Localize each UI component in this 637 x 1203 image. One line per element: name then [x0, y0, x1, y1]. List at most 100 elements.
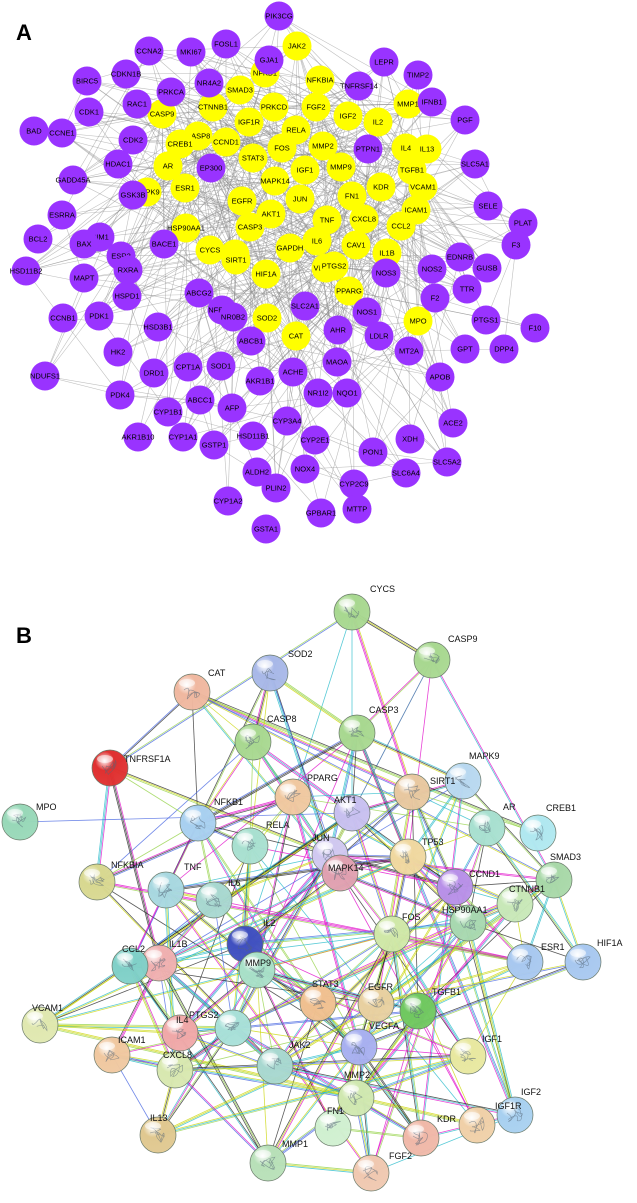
protein-node-ar: AR [468, 802, 516, 847]
svg-text:ESR1: ESR1 [541, 942, 565, 952]
svg-text:PGF: PGF [457, 116, 473, 125]
node-mki67: MKI67 [176, 37, 206, 67]
svg-text:ESR2: ESR2 [111, 252, 131, 261]
svg-text:CCNB1: CCNB1 [50, 314, 75, 323]
protein-node-sod2: SOD2 [251, 649, 313, 692]
svg-text:MMP1: MMP1 [397, 100, 419, 109]
node-hif1a: HIF1A [251, 259, 281, 289]
protein-node-cycs: CYCS [333, 584, 395, 631]
svg-text:IL6: IL6 [312, 237, 322, 246]
node-ttr: TTR [452, 274, 482, 304]
panel-b-label: B [16, 623, 32, 648]
svg-text:CASP9: CASP9 [448, 634, 478, 644]
protein-node-tp53: TP53 [389, 837, 444, 876]
svg-text:CAT: CAT [289, 332, 304, 341]
node-il13: IL13 [412, 134, 442, 164]
protein-node-creb1: CREB1 [519, 803, 576, 852]
svg-text:MMP2: MMP2 [312, 142, 334, 151]
svg-text:NQO1: NQO1 [336, 389, 357, 398]
node-ccne1: CCNE1 [47, 118, 77, 148]
svg-text:MT2A: MT2A [399, 347, 419, 356]
svg-text:ACHE: ACHE [283, 368, 304, 377]
node-il4: IL4 [391, 133, 421, 163]
svg-text:APOB: APOB [430, 373, 451, 382]
svg-text:TGFB1: TGFB1 [400, 166, 424, 175]
svg-text:CASP9: CASP9 [150, 110, 175, 119]
svg-text:GUSB: GUSB [476, 264, 497, 273]
node-pon1: PON1 [358, 437, 388, 467]
svg-text:DPP4: DPP4 [494, 345, 514, 354]
node-gsta1: GSTA1 [251, 514, 281, 544]
protein-node-smad3: SMAD3 [535, 852, 581, 899]
node-hsd11b1: HSD11B1 [237, 421, 269, 451]
node-casp9: CASP9 [147, 99, 177, 129]
svg-text:DRD1: DRD1 [144, 369, 164, 378]
svg-text:TNF: TNF [320, 216, 335, 225]
node-fgf2: FGF2 [301, 92, 331, 122]
svg-text:F2: F2 [431, 294, 440, 303]
node-abcg2: ABCG2 [184, 278, 214, 308]
svg-text:CYP2C9: CYP2C9 [339, 480, 368, 489]
svg-text:EP300: EP300 [200, 164, 223, 173]
protein-node-esr1: ESR1 [506, 942, 565, 981]
protein-node-tgfb1: TGFB1 [399, 987, 461, 1030]
node-rxra: RXRA [113, 255, 143, 285]
protein-node-jak2: JAK2 [256, 1040, 311, 1085]
svg-text:CASP3: CASP3 [369, 705, 399, 715]
svg-text:CCL2: CCL2 [391, 222, 410, 231]
node-fn1: FN1 [337, 181, 367, 211]
protein-node-ctnnb1: CTNNB1 [496, 884, 545, 923]
node-xdh: XDH [395, 424, 425, 454]
svg-text:F3: F3 [512, 241, 521, 250]
svg-text:ALDH2: ALDH2 [245, 468, 269, 477]
node-mttp: MTTP [342, 494, 372, 524]
protein-node-vcam1: VCAM1 [21, 1003, 63, 1044]
node-cyp1b1: CYP1B1 [153, 397, 183, 427]
node-stat3: STAT3 [238, 143, 268, 173]
svg-text:IGF2: IGF2 [340, 112, 357, 121]
node-mt2a: MT2A [394, 336, 424, 366]
svg-text:RXRA: RXRA [118, 266, 139, 275]
protein-node-mapk14: MAPK14 [321, 854, 364, 892]
node-nqo1: NQO1 [332, 378, 362, 408]
svg-text:SMAD3: SMAD3 [227, 86, 253, 95]
svg-text:PON1: PON1 [363, 448, 383, 457]
svg-text:CREB1: CREB1 [167, 140, 192, 149]
node-ptpn1: PTPN1 [353, 134, 383, 164]
node-slc6a4: SLC6A4 [391, 458, 421, 488]
panel-a-label: A [16, 20, 32, 45]
node-hk2: HK2 [103, 337, 133, 367]
node-ep300: EP300 [196, 153, 226, 183]
svg-text:CDK1: CDK1 [79, 108, 99, 117]
node-gadd45a: GADD45A [55, 165, 91, 195]
protein-node-hif1a: HIF1A [564, 938, 623, 981]
node-nos1: NOS1 [352, 297, 382, 327]
protein-node-mpo: MPO [1, 802, 57, 841]
svg-text:BCL2: BCL2 [29, 235, 48, 244]
svg-text:LEPR: LEPR [374, 58, 394, 67]
svg-text:BIRC5: BIRC5 [76, 77, 98, 86]
protein-node-igf1r: IGF1R [458, 1101, 522, 1144]
svg-text:MKI67: MKI67 [180, 48, 202, 57]
node-gsk3b: GSK3B [118, 180, 148, 210]
svg-text:CYP3A4: CYP3A4 [273, 417, 302, 426]
node-dpp4: DPP4 [489, 334, 519, 364]
svg-text:NR0B2: NR0B2 [221, 313, 245, 322]
svg-text:MPO: MPO [409, 317, 426, 326]
node-ccnd1: CCND1 [211, 127, 241, 157]
svg-text:HSP90AA1: HSP90AA1 [442, 905, 488, 915]
node-bad: BAD [19, 116, 49, 146]
svg-text:IL6: IL6 [228, 878, 241, 888]
protein-node-cat: CAT [173, 668, 226, 711]
node-ccl2: CCL2 [386, 211, 416, 241]
node-cyp2e1: CYP2E1 [300, 425, 330, 455]
svg-text:CASP3: CASP3 [238, 223, 263, 232]
protein-node-igf1: IGF1 [449, 1034, 502, 1075]
svg-text:CYCS: CYCS [370, 584, 395, 594]
node-nr1i2: NR1I2 [303, 378, 333, 408]
svg-text:CAT: CAT [208, 668, 226, 678]
svg-text:CCNE1: CCNE1 [49, 129, 74, 138]
svg-text:TNF: TNF [184, 862, 202, 872]
svg-text:IL1B: IL1B [169, 939, 188, 949]
